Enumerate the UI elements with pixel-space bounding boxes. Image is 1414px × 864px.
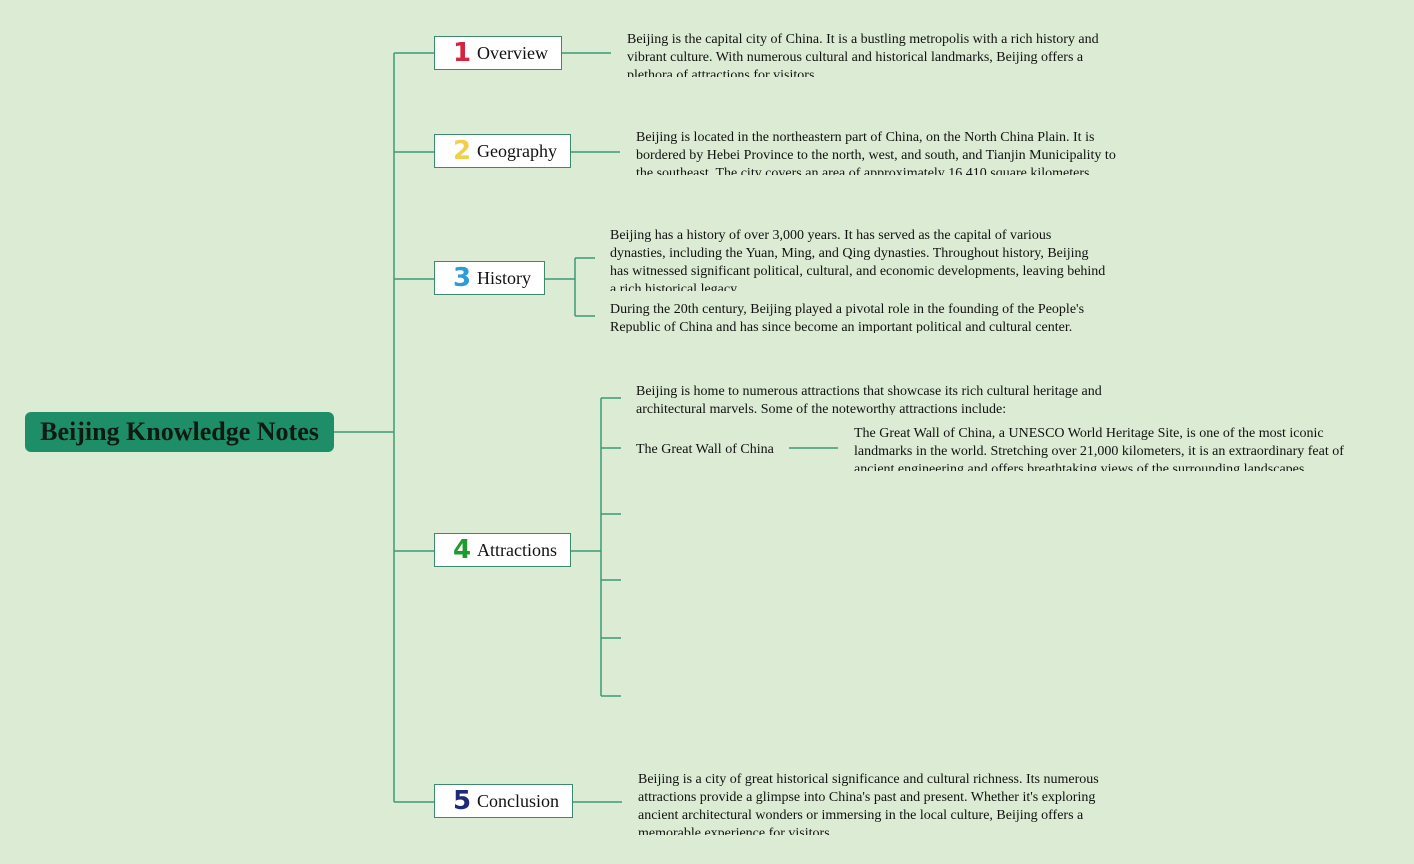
topic-label: Overview	[477, 42, 548, 63]
note-great-wall-desc[interactable]: The Great Wall of China, a UNESCO World …	[854, 426, 1344, 471]
topic-conclusion[interactable]: 5 Conclusion	[434, 784, 573, 818]
topic-history[interactable]: 3 History	[434, 261, 545, 295]
topic-label: Attractions	[477, 539, 557, 560]
root-title: Beijing Knowledge Notes	[40, 417, 319, 446]
note-overview[interactable]: Beijing is the capital city of China. It…	[627, 32, 1099, 77]
note-history-1[interactable]: Beijing has a history of over 3,000 year…	[610, 228, 1106, 291]
topic-geography[interactable]: 2 Geography	[434, 134, 571, 168]
note-conclusion[interactable]: Beijing is a city of great historical si…	[638, 772, 1099, 835]
number-two-icon: 2	[452, 136, 472, 166]
number-three-icon: 3	[452, 263, 472, 293]
topic-label: History	[477, 267, 531, 288]
number-four-icon: 4	[452, 535, 472, 565]
topic-overview[interactable]: 1 Overview	[434, 36, 562, 70]
root-topic[interactable]: Beijing Knowledge Notes	[25, 412, 334, 452]
note-history-2[interactable]: During the 20th century, Beijing played …	[610, 302, 1085, 333]
topic-attractions[interactable]: 4 Attractions	[434, 533, 571, 567]
note-great-wall-label[interactable]: The Great Wall of China	[636, 442, 774, 457]
number-one-icon: 1	[452, 38, 472, 68]
note-geography[interactable]: Beijing is located in the northeastern p…	[636, 130, 1116, 175]
note-attractions-intro[interactable]: Beijing is home to numerous attractions …	[636, 384, 1102, 415]
topic-label: Conclusion	[477, 790, 560, 811]
number-five-icon: 5	[452, 786, 472, 816]
topic-label: Geography	[477, 140, 557, 161]
